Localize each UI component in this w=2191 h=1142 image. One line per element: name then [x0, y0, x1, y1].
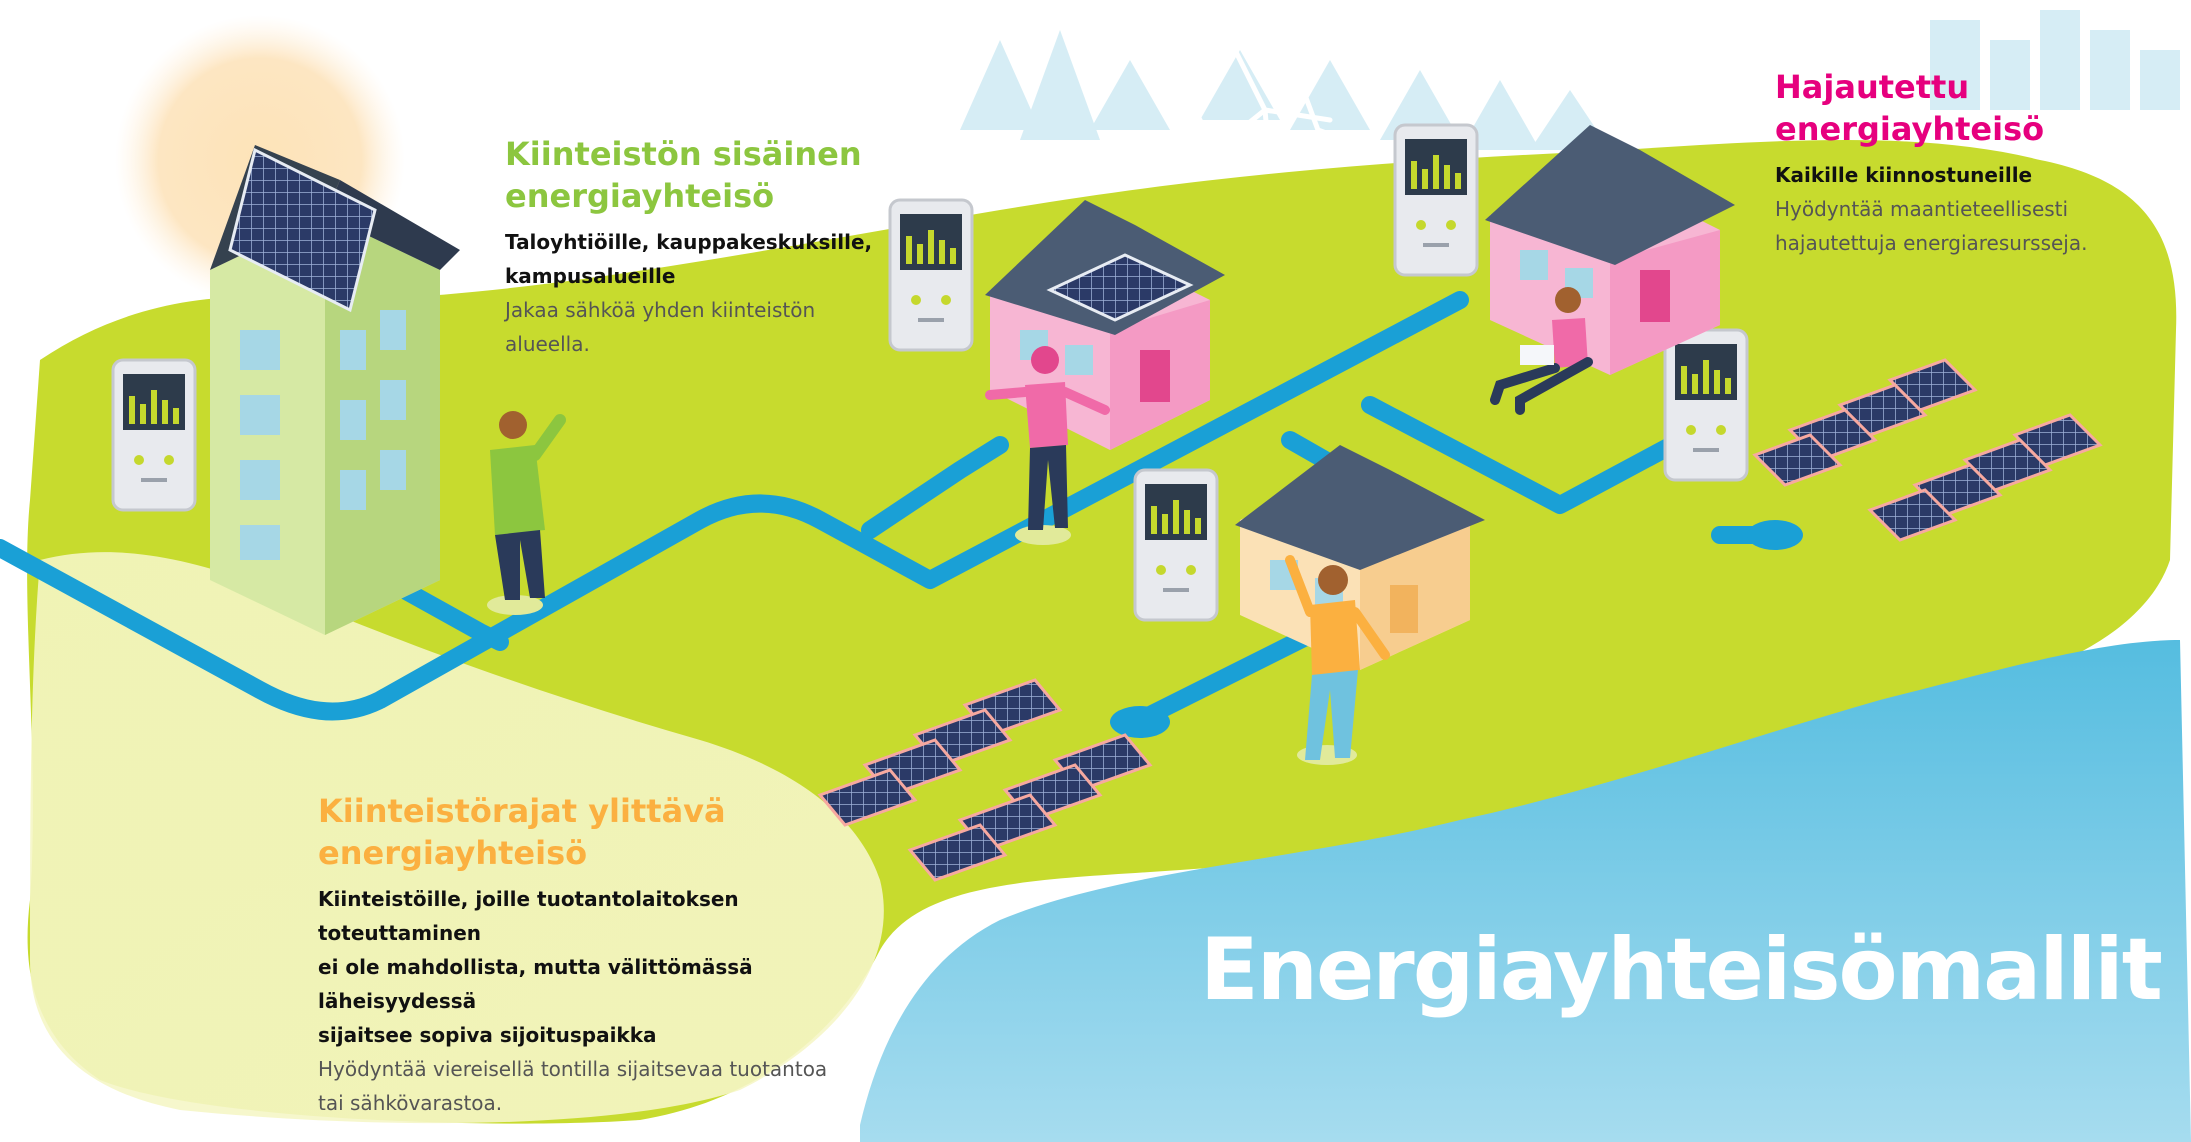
panel-distributed-community: Hajautettu energiayhteisö Kaikille kiinn… — [1775, 66, 2155, 260]
lake — [860, 640, 2191, 1142]
house-icon — [1235, 445, 1485, 670]
panel-heading: Kiinteistön sisäinen energiayhteisö — [505, 133, 925, 217]
person-icon — [1285, 555, 1390, 765]
person-icon — [1490, 287, 1593, 415]
heading-line: energiayhteisö — [505, 177, 775, 215]
heading-line: energiayhteisö — [318, 834, 588, 872]
desc-line: Jakaa sähköä yhden kiinteistön — [505, 298, 816, 322]
panel-lead: Kaikille kiinnostuneille — [1775, 158, 2155, 192]
heading-line: energiayhteisö — [1775, 110, 2045, 148]
person-icon — [985, 346, 1110, 545]
heading-line: Hajautettu — [1775, 68, 1970, 106]
desc-line: alueella. — [505, 332, 590, 356]
energy-meter-icon — [111, 123, 1749, 622]
panel-description: Hyödyntää viereisellä tontilla sijaitsev… — [318, 1052, 878, 1120]
person-icon — [487, 411, 566, 615]
pale-grass — [30, 552, 884, 1124]
panel-heading: Hajautettu energiayhteisö — [1775, 66, 2155, 150]
house-icon — [1485, 125, 1735, 375]
heading-line: Kiinteistön sisäinen — [505, 135, 862, 173]
panel-cross-property-community: Kiinteistörajat ylittävä energiayhteisö … — [318, 790, 878, 1120]
background-forest — [960, 10, 2180, 150]
lead-line: ei ole mahdollista, mutta välittömässä l… — [318, 955, 753, 1013]
lead-line: kampusalueille — [505, 264, 676, 288]
desc-line: Hyödyntää maantieteellisesti — [1775, 197, 2069, 221]
lead-line: Taloyhtiöille, kauppakeskuksille, — [505, 230, 873, 254]
apartment-building-icon — [210, 145, 460, 635]
panel-lead: Kiinteistöille, joille tuotantolaitoksen… — [318, 882, 878, 1052]
cable-junctions — [1110, 520, 1803, 738]
desc-line: tai sähkövarastoa. — [318, 1091, 503, 1115]
panel-internal-community: Kiinteistön sisäinen energiayhteisö Talo… — [505, 133, 925, 361]
main-title: Energiayhteisömallit — [1200, 920, 2163, 1020]
energy-cable-network — [0, 291, 1769, 729]
lead-line: Kaikille kiinnostuneille — [1775, 163, 2033, 187]
lead-line: Kiinteistöille, joille tuotantolaitoksen… — [318, 887, 739, 945]
desc-line: Hyödyntää viereisellä tontilla sijaitsev… — [318, 1057, 828, 1081]
panel-heading: Kiinteistörajat ylittävä energiayhteisö — [318, 790, 878, 874]
solar-panel-icon — [817, 358, 2103, 882]
heading-line: Kiinteistörajat ylittävä — [318, 792, 726, 830]
panel-description: Hyödyntää maantieteellisesti hajautettuj… — [1775, 192, 2155, 260]
panel-description: Jakaa sähköä yhden kiinteistön alueella. — [505, 293, 925, 361]
panel-lead: Taloyhtiöille, kauppakeskuksille, kampus… — [505, 225, 925, 293]
desc-line: hajautettuja energiaresursseja. — [1775, 231, 2088, 255]
lead-line: sijaitsee sopiva sijoituspaikka — [318, 1023, 657, 1047]
